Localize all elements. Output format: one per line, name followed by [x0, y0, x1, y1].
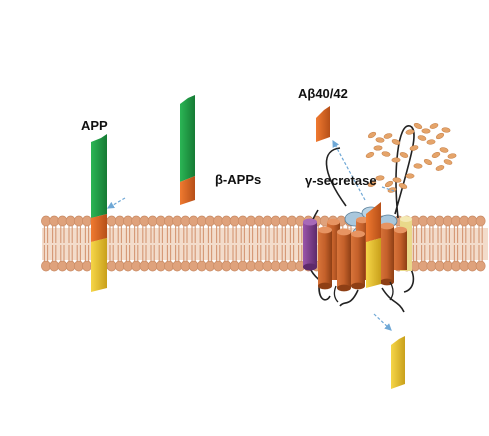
peptide-icon — [367, 181, 377, 187]
peptide-icon — [381, 151, 391, 157]
label-app: APP — [81, 118, 108, 133]
beta-apps-fragment-icon — [180, 95, 195, 205]
peptide-icon — [383, 133, 393, 139]
release-arrow-abeta — [332, 139, 366, 201]
peptide-cluster-icon — [365, 122, 457, 193]
abeta-fragment-icon — [316, 106, 330, 142]
peptide-icon — [429, 123, 439, 129]
aggregation-arrow — [381, 186, 395, 192]
peptide-icon — [384, 180, 394, 188]
peptide-icon — [441, 127, 451, 133]
peptide-icon — [421, 128, 431, 134]
peptide-icon — [375, 175, 385, 181]
peptide-icon — [398, 183, 408, 189]
aicd-fragment-icon — [391, 336, 405, 389]
label-gamma-secretase: γ-secretase — [305, 173, 377, 188]
peptide-icon — [392, 177, 402, 183]
peptide-icon — [435, 165, 445, 171]
peptide-icon — [439, 147, 449, 153]
peptide-icon — [443, 159, 453, 165]
peptide-icon — [435, 132, 445, 140]
peptide-icon — [423, 158, 433, 166]
peptide-icon — [365, 152, 375, 158]
peptide-icon — [375, 137, 385, 143]
peptide-icon — [417, 135, 427, 141]
label-beta-apps: β-APPs — [215, 172, 261, 187]
peptide-icon — [413, 122, 423, 130]
peptide-icon — [367, 131, 377, 139]
app-protein-icon — [91, 134, 107, 292]
peptide-icon — [373, 145, 383, 151]
peptide-icon — [399, 152, 409, 158]
release-arrow-aicd — [373, 313, 392, 331]
peptide-icon — [405, 129, 415, 135]
cleavage-arrow-beta — [106, 197, 126, 209]
gamma-secretase-complex-icon — [303, 125, 415, 313]
peptide-icon — [426, 139, 436, 145]
peptide-icon — [431, 152, 441, 158]
peptide-icon — [405, 173, 415, 179]
label-abeta: Aβ40/42 — [298, 86, 348, 101]
peptide-icon — [413, 163, 423, 169]
peptide-icon — [391, 139, 401, 145]
membrane-bilayer-icon — [41, 215, 488, 272]
c99-fragment-icon — [366, 202, 381, 288]
peptide-icon — [391, 157, 401, 163]
peptide-icon — [409, 145, 419, 151]
peptide-icon — [447, 153, 457, 159]
